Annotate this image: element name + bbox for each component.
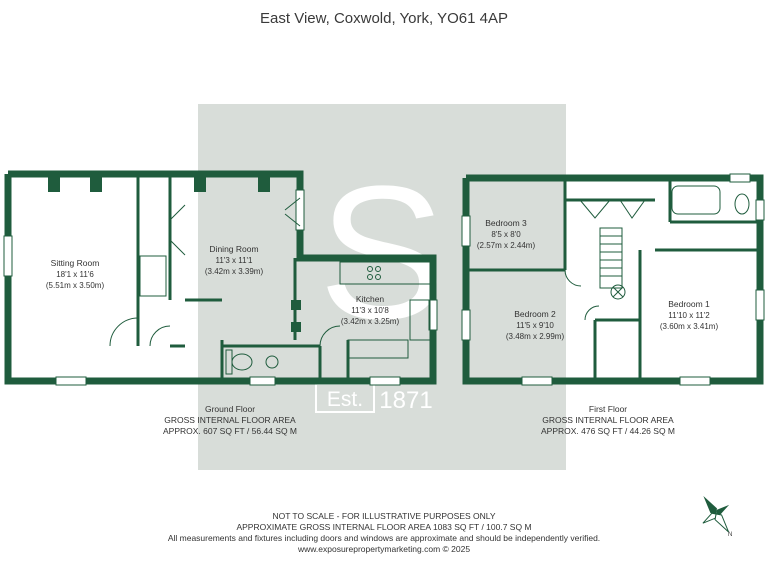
bedroom-1-imperial: 11'10 x 11'2 (668, 311, 710, 320)
sitting-room-name: Sitting Room (51, 258, 100, 268)
footer-website: www.exposurepropertymarketing.com © 2025 (297, 544, 471, 554)
ground-floor-fixtures (109, 197, 431, 375)
first-floor-area-heading: GROSS INTERNAL FLOOR AREA (542, 415, 674, 425)
compass-icon: N (702, 495, 732, 538)
kitchen-metric: (3.42m x 3.25m) (341, 317, 400, 326)
watermark-year: 1871 (379, 387, 432, 414)
ground-floor-title: Ground Floor (204, 404, 256, 414)
bedroom-3-name: Bedroom 3 (485, 218, 527, 228)
footer-disclaimer: NOT TO SCALE - FOR ILLUSTRATIVE PURPOSES… (0, 511, 768, 555)
first-floor-area-value: APPROX. 476 SQ FT / 44.26 SQ M (540, 426, 675, 436)
first-floor-label: First Floor GROSS INTERNAL FLOOR AREA AP… (508, 404, 708, 437)
watermark-letter: S (319, 147, 446, 359)
kitchen-name: Kitchen (356, 294, 385, 304)
bedroom-3-imperial: 8'5 x 8'0 (491, 230, 521, 239)
bedroom-3-metric: (2.57m x 2.44m) (477, 241, 536, 250)
dining-room-imperial: 11'3 x 11'1 (215, 256, 253, 265)
ground-floor-internal-walls (136, 174, 350, 381)
footer-total-area: APPROXIMATE GROSS INTERNAL FLOOR AREA 10… (236, 522, 532, 532)
ground-floor-area-value: APPROX. 607 SQ FT / 56.44 SQ M (162, 426, 297, 436)
bedroom-2-metric: (3.48m x 2.99m) (506, 332, 565, 341)
bedroom-2-imperial: 11'5 x 9'10 (516, 321, 554, 330)
ground-floor-details (48, 174, 301, 332)
first-floor-title: First Floor (588, 404, 628, 414)
sitting-room-metric: (5.51m x 3.50m) (46, 281, 105, 290)
kitchen-imperial: 11'3 x 10'8 (351, 306, 389, 315)
ground-floor-plan (4, 170, 437, 385)
ground-floor-windows (3, 189, 438, 386)
dining-room-name: Dining Room (209, 244, 258, 254)
footer-not-to-scale: NOT TO SCALE - FOR ILLUSTRATIVE PURPOSES… (272, 511, 496, 521)
footer-measurements-note: All measurements and fixtures including … (167, 533, 601, 543)
first-floor-fixtures (564, 185, 750, 321)
first-floor-windows (461, 173, 765, 386)
bedroom-2-name: Bedroom 2 (514, 309, 556, 319)
watermark-est: Est. (327, 388, 363, 411)
bedroom-1-metric: (3.60m x 3.41m) (660, 322, 719, 331)
ground-floor-label: Ground Floor GROSS INTERNAL FLOOR AREA A… (130, 404, 330, 437)
compass-north-label: N (728, 532, 732, 538)
room-labels: Sitting Room 18'1 x 11'6 (5.51m x 3.50m)… (46, 218, 719, 341)
bedroom-1-name: Bedroom 1 (668, 299, 710, 309)
sitting-room-imperial: 18'1 x 11'6 (56, 270, 94, 279)
dining-room-metric: (3.42m x 3.39m) (205, 267, 264, 276)
watermark: S Est. 1871 (198, 104, 566, 470)
ground-floor-area-heading: GROSS INTERNAL FLOOR AREA (164, 415, 296, 425)
page-title: East View, Coxwold, York, YO61 4AP (260, 10, 508, 27)
